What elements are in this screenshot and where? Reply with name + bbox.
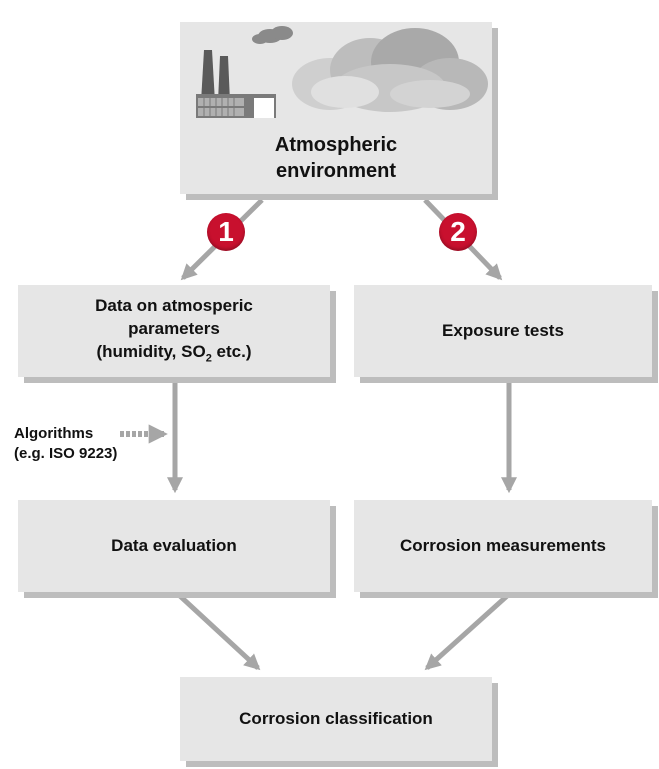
atmospheric-parameters-label: Data on atmosperic parameters (humidity,… bbox=[95, 296, 253, 365]
corrosion-measurements-label: Corrosion measurements bbox=[400, 535, 606, 555]
step-2-badge: 2 bbox=[439, 213, 477, 251]
corrosion-measurements-box: Corrosion measurements bbox=[354, 500, 652, 592]
data-evaluation-box: Data evaluation bbox=[18, 500, 330, 592]
arrow-right-to-bottom bbox=[424, 594, 509, 671]
smoke-icon bbox=[252, 26, 293, 44]
corrosion-classification-label: Corrosion classification bbox=[239, 708, 433, 728]
atmospheric-environment-box: Atmospheric environment bbox=[180, 22, 492, 194]
corrosion-classification-box: Corrosion classification bbox=[180, 677, 492, 761]
factory-icon bbox=[196, 50, 276, 118]
exposure-tests-box: Exposure tests bbox=[354, 285, 652, 377]
clouds-icon bbox=[292, 28, 488, 112]
algorithms-label: Algorithms (e.g. ISO 9223) bbox=[14, 425, 118, 463]
data-evaluation-label: Data evaluation bbox=[111, 535, 237, 555]
exposure-tests-label: Exposure tests bbox=[442, 320, 564, 340]
atmospheric-environment-label: Atmospheric environment bbox=[274, 134, 398, 182]
factory-clouds-illustration bbox=[196, 26, 488, 118]
step-1-badge: 1 bbox=[207, 213, 245, 251]
arrow-left-to-bottom bbox=[178, 594, 261, 671]
atmospheric-parameters-box: Data on atmosperic parameters (humidity,… bbox=[18, 285, 330, 377]
